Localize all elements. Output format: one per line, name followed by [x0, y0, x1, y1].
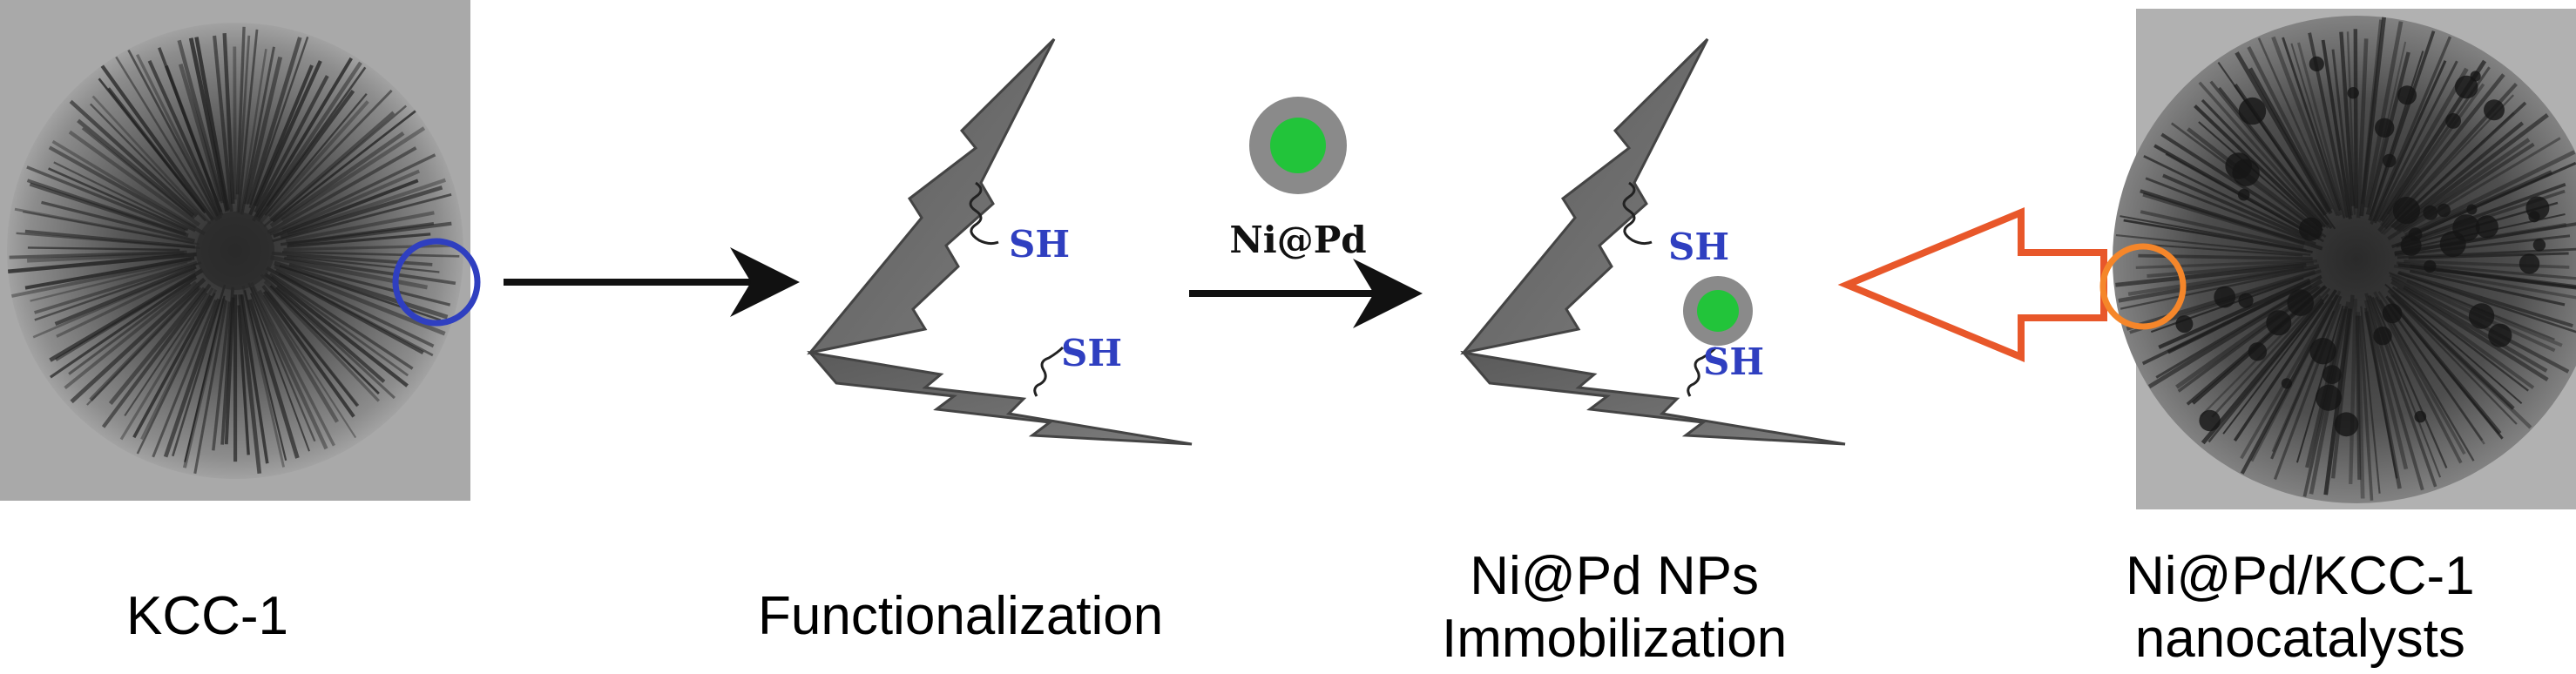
nanoparticle-dot [2375, 118, 2394, 138]
nanoparticle-dot [2239, 98, 2266, 125]
caption-immobilization: Ni@Pd NPs Immobilization [1442, 545, 1787, 671]
caption-catalyst-line2: nanocatalysts [2126, 608, 2475, 671]
thiol-label-immobilized-upper: SH [1668, 226, 1729, 268]
fiber-stroke [2357, 316, 2360, 480]
functionalized-shard [810, 39, 1192, 444]
nanoparticle-dot [2469, 303, 2494, 328]
nanoparticle-dot [2484, 99, 2505, 120]
nanoparticle-dot [2533, 239, 2546, 251]
nanoparticle-dot [2466, 205, 2477, 215]
nanoparticle-dot [2437, 204, 2451, 217]
reagent-label: Ni@Pd [1229, 219, 1366, 261]
nanoparticle-dot [2488, 324, 2512, 347]
nanoparticle-dot [2309, 57, 2324, 71]
nanoparticle-dot [2266, 310, 2291, 335]
immobilized-nanoparticle [1683, 276, 1753, 346]
reagent-nanoparticle [1249, 97, 1347, 194]
nanoparticle-dot [2282, 378, 2292, 388]
nanoparticle-dot [2409, 227, 2423, 241]
nanoparticle-dot [2397, 85, 2417, 104]
nanoparticle-dot [2248, 342, 2267, 361]
caption-functionalization: Functionalization [758, 585, 1163, 648]
nanoparticle-dot [2299, 218, 2322, 241]
nanoparticle-dot [2322, 365, 2342, 384]
nanoparticle-dot [2309, 338, 2336, 364]
kcc1-micrograph [0, 0, 470, 501]
nanoparticle-dot [2238, 189, 2250, 201]
nanoparticle-dot [2452, 214, 2479, 241]
nanoparticle-dot [2335, 412, 2359, 436]
caption-immobilization-line1: Ni@Pd NPs [1442, 545, 1787, 608]
nanoparticle-dot [2424, 260, 2436, 273]
thiol-label-lower: SH [1061, 332, 1122, 374]
nanoparticle-dot [2423, 206, 2437, 220]
caption-immobilization-line2: Immobilization [1442, 608, 1787, 671]
hollow-arrow [1847, 212, 2104, 357]
immobilized-shard [1464, 39, 1845, 444]
catalyst-micrograph [2113, 9, 2576, 509]
thiol-label-upper: SH [1009, 223, 1070, 266]
nanoparticle-dot [2373, 327, 2391, 345]
caption-catalyst-line1: Ni@Pd/KCC-1 [2126, 545, 2475, 608]
nanoparticle-dot [2525, 197, 2549, 220]
nanoparticle-dot [2415, 411, 2427, 423]
nanoparticle-dot [2232, 159, 2259, 186]
nanoparticle-dot [2455, 76, 2478, 99]
nanoparticle-dot [2383, 304, 2403, 324]
fiber-stroke [234, 47, 235, 200]
thiol-label-immobilized-lower: SH [1703, 340, 1764, 383]
nanoparticle-dot [2316, 385, 2342, 411]
nanoparticle-dot [2383, 154, 2396, 167]
nanoparticle-dot [2393, 197, 2420, 224]
nanoparticle-dot [2175, 315, 2193, 333]
nanoparticle-dot [2445, 113, 2461, 129]
caption-kcc1: KCC-1 [126, 585, 288, 648]
caption-catalyst: Ni@Pd/KCC-1 nanocatalysts [2126, 545, 2475, 671]
nanoparticle-dot [2519, 253, 2539, 273]
nanoparticle-dot [2287, 289, 2314, 316]
nanoparticle-dot [2199, 410, 2220, 431]
nanoparticle-dot [2214, 286, 2235, 308]
nanoparticle-dot [2348, 87, 2359, 98]
nanoparticle-dot [2238, 293, 2253, 308]
